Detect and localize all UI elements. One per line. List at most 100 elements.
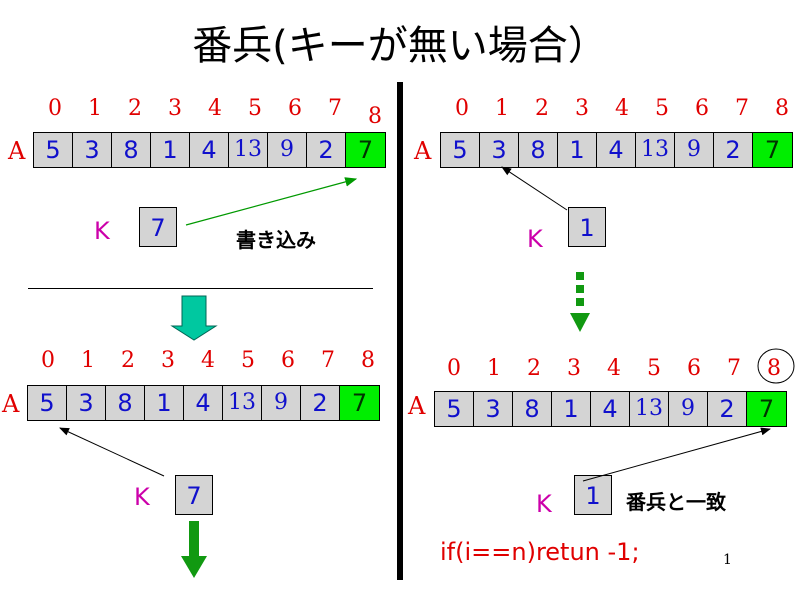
compare-arrow: [501, 166, 568, 211]
sentinel-cell: 7: [346, 133, 385, 167]
array-cell: 5: [28, 386, 67, 420]
key-box: 7: [175, 475, 213, 515]
index-label: 4: [208, 96, 222, 121]
array-cell: 8: [112, 133, 151, 167]
key-label: K: [536, 490, 552, 518]
page-number: 1: [723, 552, 732, 568]
write-note: 書き込み: [236, 228, 316, 252]
key-label: K: [94, 217, 110, 245]
array-cell: 5: [435, 392, 474, 426]
index-label: 5: [241, 348, 255, 373]
index-label: 7: [328, 96, 342, 121]
array-cell: 1: [151, 133, 190, 167]
index-label: 1: [487, 356, 501, 381]
array-cell: 3: [480, 133, 519, 167]
array-cell: 5: [441, 133, 480, 167]
index-label: 8: [775, 96, 789, 121]
array-cell: 2: [307, 133, 346, 167]
down-arrow-green: [181, 521, 207, 578]
array-cell: 3: [67, 386, 106, 420]
array-cell: 1: [558, 133, 597, 167]
index-label: 0: [455, 96, 469, 121]
index-label: 8: [368, 104, 382, 129]
key-label: K: [134, 483, 150, 511]
array-cell: 9: [669, 392, 708, 426]
index-label: 8: [767, 356, 781, 381]
array-cell: 3: [73, 133, 112, 167]
index-label: 1: [88, 96, 102, 121]
array-top-left: 5 3 8 1 4 13 9 2 7: [33, 132, 386, 168]
sentinel-cell: 7: [747, 392, 786, 426]
index-label: 1: [81, 348, 95, 373]
index-label: 6: [687, 356, 701, 381]
sentinel-cell: 7: [340, 386, 379, 420]
index-label: 6: [281, 348, 295, 373]
array-cell: 8: [519, 133, 558, 167]
array-top-right: 5 3 8 1 4 13 9 2 7: [440, 132, 793, 168]
array-label: A: [2, 390, 20, 418]
sentinel-cell: 7: [753, 133, 792, 167]
array-cell: 4: [190, 133, 229, 167]
array-cell: 4: [184, 386, 223, 420]
array-cell: 4: [597, 133, 636, 167]
index-label: 3: [168, 96, 182, 121]
index-label: 7: [735, 96, 749, 121]
index-label: 6: [288, 96, 302, 121]
array-cell: 3: [474, 392, 513, 426]
array-cell: 8: [106, 386, 145, 420]
vertical-divider: [397, 82, 403, 580]
index-label: 5: [248, 96, 262, 121]
index-label: 4: [615, 96, 629, 121]
key-label: K: [527, 225, 543, 253]
array-cell: 2: [714, 133, 753, 167]
array-bottom-left: 5 3 8 1 4 13 9 2 7: [27, 385, 380, 421]
index-row-bottom-left: 0 1 2 3 4 5 6 7 8: [28, 348, 388, 374]
array-cell: 1: [552, 392, 591, 426]
index-label: 3: [567, 356, 581, 381]
index-label: 0: [41, 348, 55, 373]
index-label: 2: [527, 356, 541, 381]
index-label: 3: [161, 348, 175, 373]
index-label: 6: [695, 96, 709, 121]
array-cell: 13: [229, 133, 268, 167]
index-row-top-right: 0 1 2 3 4 5 6 7 8: [442, 96, 800, 122]
code-line: if(i==n)retun -1;: [440, 538, 640, 566]
array-label: A: [408, 392, 426, 420]
index-label: 3: [575, 96, 589, 121]
index-label: 4: [607, 356, 621, 381]
array-cell: 13: [223, 386, 262, 420]
key-box: 7: [139, 207, 177, 247]
match-note: 番兵と一致: [626, 490, 726, 514]
slide-title: 番兵(キーが無い場合）: [192, 23, 608, 69]
key-box: 1: [574, 475, 612, 515]
array-cell: 9: [268, 133, 307, 167]
array-cell: 13: [636, 133, 675, 167]
index-row-bottom-right: 0 1 2 3 4 5 6 7 8: [434, 356, 794, 382]
array-label: A: [414, 137, 432, 165]
compare-arrow: [59, 427, 165, 477]
index-label: 5: [655, 96, 669, 121]
index-label: 4: [201, 348, 215, 373]
horizontal-rule: [28, 288, 373, 289]
down-arrow-teal: [170, 295, 218, 341]
array-cell: 4: [591, 392, 630, 426]
array-cell: 1: [145, 386, 184, 420]
array-cell: 9: [262, 386, 301, 420]
write-arrow: [185, 177, 358, 226]
array-cell: 13: [630, 392, 669, 426]
array-cell: 8: [513, 392, 552, 426]
index-label: 5: [647, 356, 661, 381]
index-label: 7: [321, 348, 335, 373]
index-label: 2: [535, 96, 549, 121]
index-label: 1: [495, 96, 509, 121]
array-cell: 2: [301, 386, 340, 420]
array-bottom-right: 5 3 8 1 4 13 9 2 7: [434, 391, 787, 427]
match-arrow: [582, 427, 771, 482]
index-label: 7: [727, 356, 741, 381]
index-row-top-left: 0 1 2 3 4 5 6 7 8: [35, 96, 395, 129]
array-cell: 9: [675, 133, 714, 167]
key-box: 1: [568, 207, 606, 247]
index-label: 2: [121, 348, 135, 373]
index-label: 2: [128, 96, 142, 121]
